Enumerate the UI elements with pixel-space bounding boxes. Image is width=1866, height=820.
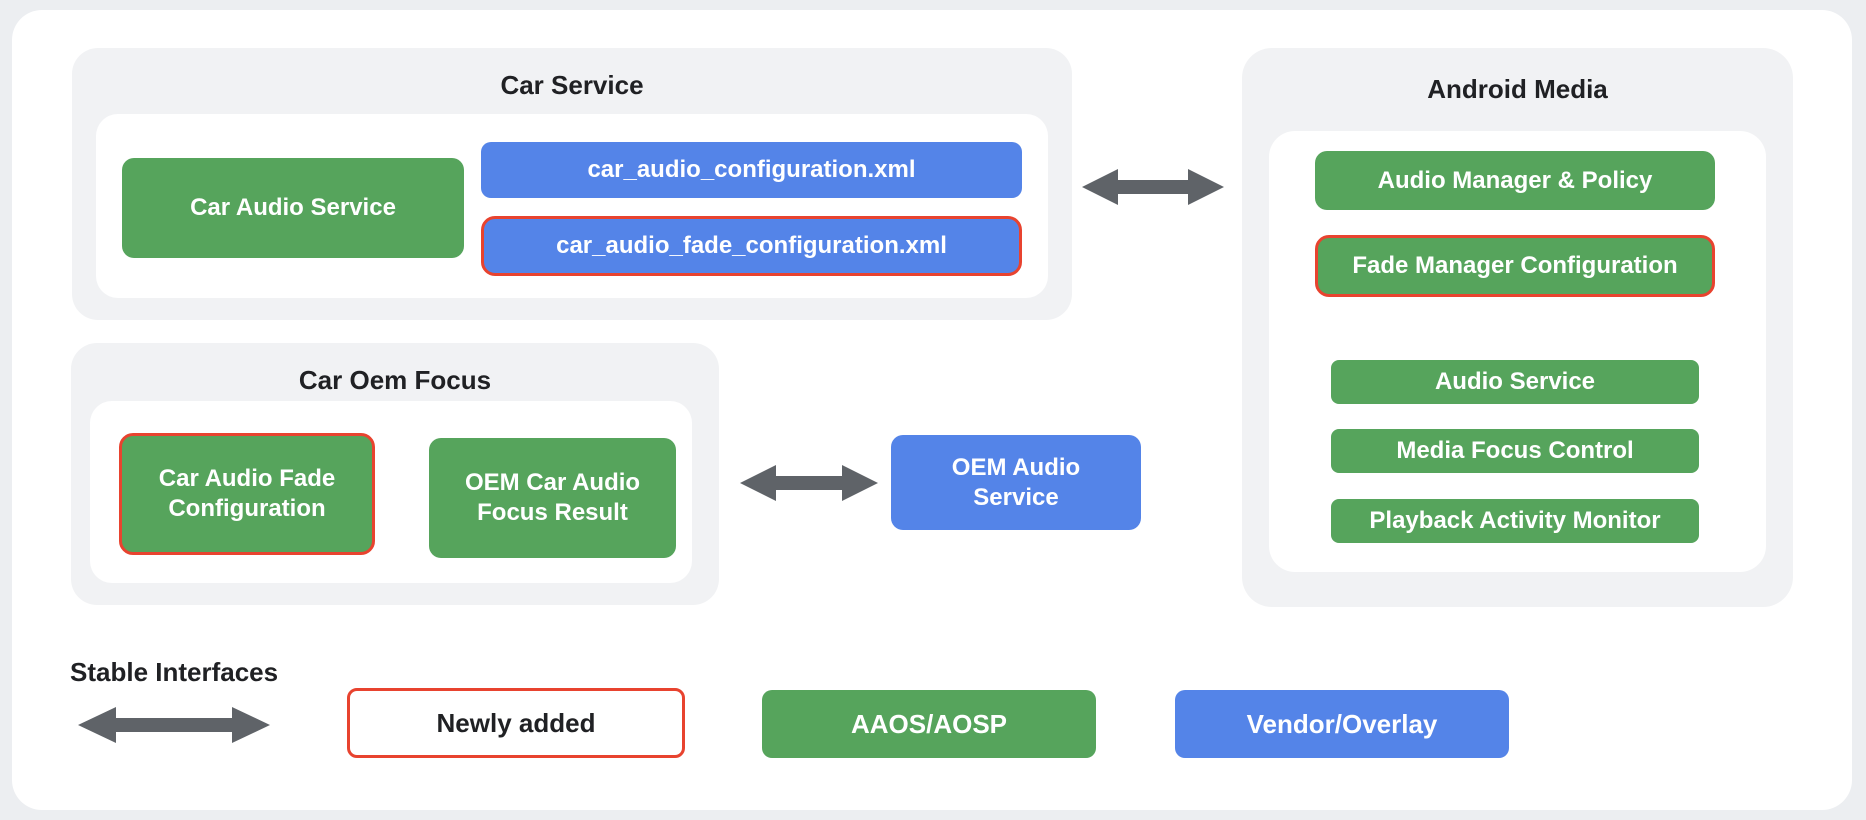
group-android-media: Android Media Audio Manager & Policy Fad… [1242, 48, 1793, 607]
node-media-focus-control: Media Focus Control [1331, 429, 1699, 473]
node-car-audio-fade-configuration-xml: car_audio_fade_configuration.xml [481, 216, 1022, 276]
diagram-card: Car Service Car Audio Service car_audio_… [12, 10, 1852, 810]
node-fade-manager-configuration: Fade Manager Configuration [1315, 235, 1715, 297]
node-oem-car-audio-focus-result: OEM Car Audio Focus Result [429, 438, 676, 558]
group-title-car-oem-focus: Car Oem Focus [298, 365, 492, 395]
node-oem-audio-service: OEM Audio Service [891, 435, 1141, 530]
group-car-oem-focus: Car Oem Focus Car Audio Fade Configurati… [71, 343, 719, 605]
legend-bidirectional-arrow-icon [76, 704, 272, 746]
node-audio-manager-policy: Audio Manager & Policy [1315, 151, 1715, 210]
group-inner-car-service: Car Audio Service car_audio_configuratio… [96, 114, 1048, 298]
node-audio-service: Audio Service [1331, 360, 1699, 404]
node-car-audio-configuration-xml: car_audio_configuration.xml [481, 142, 1022, 198]
group-car-service: Car Service Car Audio Service car_audio_… [72, 48, 1072, 320]
node-playback-activity-monitor: Playback Activity Monitor [1331, 499, 1699, 543]
group-inner-android-media: Audio Manager & Policy Fade Manager Conf… [1269, 131, 1766, 572]
legend-vendor-overlay: Vendor/Overlay [1175, 690, 1509, 758]
group-title-car-service: Car Service [500, 70, 644, 100]
group-inner-car-oem-focus: Car Audio Fade Configuration OEM Car Aud… [90, 401, 692, 583]
legend-newly-added: Newly added [347, 688, 685, 758]
node-car-audio-service: Car Audio Service [122, 158, 464, 258]
legend-stable-interfaces-label: Stable Interfaces [70, 657, 279, 687]
bidirectional-arrow-icon [738, 462, 880, 504]
group-title-android-media: Android Media [1427, 74, 1608, 104]
legend-aaos-aosp: AAOS/AOSP [762, 690, 1096, 758]
node-car-audio-fade-configuration: Car Audio Fade Configuration [119, 433, 375, 555]
bidirectional-arrow-icon [1080, 166, 1226, 208]
